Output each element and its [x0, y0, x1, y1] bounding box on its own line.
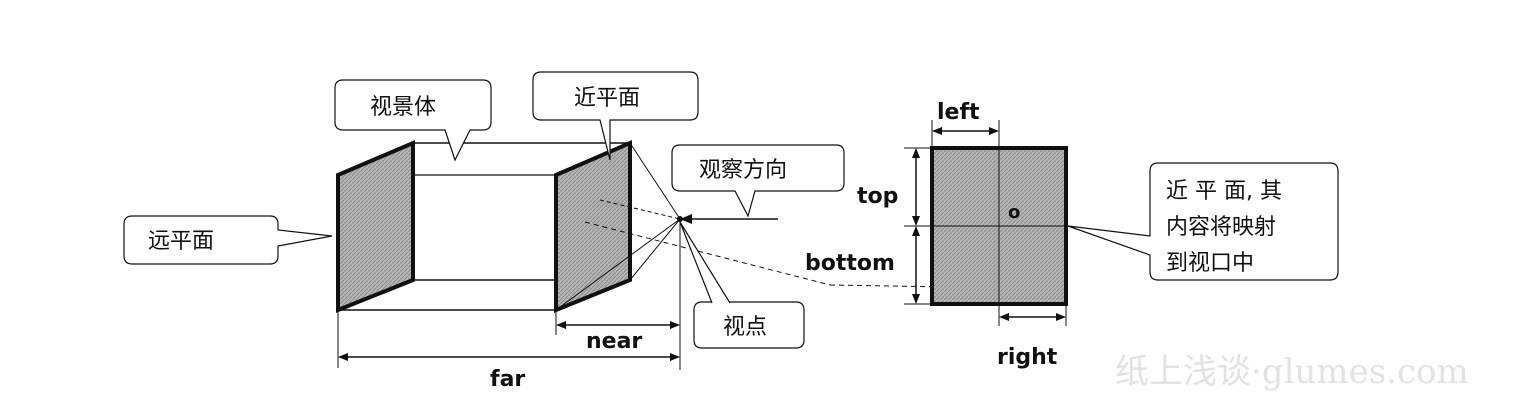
viewport-note-line3: 到视口中 [1166, 251, 1254, 276]
view-volume [336, 139, 632, 313]
right-label: right [997, 345, 1058, 370]
near-plane-callout: 近平面 [532, 71, 699, 161]
far-plane-callout: 远平面 [123, 215, 333, 265]
viewpoint-text: 视点 [723, 315, 767, 340]
view-direction-callout: 观察方向 [671, 144, 845, 218]
near-plane-text: 近平面 [574, 86, 640, 111]
view-volume-callout: 视景体 [334, 79, 492, 162]
view-volume-text: 视景体 [370, 95, 436, 120]
far-plane [336, 139, 415, 313]
right-dimension: right [997, 304, 1067, 370]
viewpoint-marker [677, 214, 778, 370]
viewpoint-callout: 视点 [679, 221, 805, 349]
far-dimension: far [337, 310, 680, 392]
viewport-note-line1: 近 平 面, 其 [1166, 179, 1282, 204]
far-plane-text: 远平面 [148, 229, 214, 254]
far-label: far [490, 367, 525, 392]
origin-label: o [1008, 202, 1020, 223]
near-label: near [586, 329, 642, 354]
near-plane [554, 139, 632, 313]
viewport-note-callout: 近 平 面, 其 内容将映射 到视口中 [1067, 162, 1339, 281]
viewport: o [930, 146, 1068, 306]
near-dimension: near [555, 310, 680, 354]
view-direction-text: 观察方向 [699, 158, 787, 183]
projection-lines [555, 142, 951, 311]
bottom-dimension: bottom [805, 226, 932, 305]
bottom-label: bottom [805, 251, 895, 276]
watermark: 纸上浅谈·glumes.com [1115, 352, 1469, 392]
top-dimension: top [857, 147, 932, 227]
top-label: top [857, 184, 898, 209]
left-label: left [937, 100, 980, 125]
left-dimension: left [931, 100, 1000, 148]
viewport-note-line2: 内容将映射 [1166, 215, 1276, 240]
